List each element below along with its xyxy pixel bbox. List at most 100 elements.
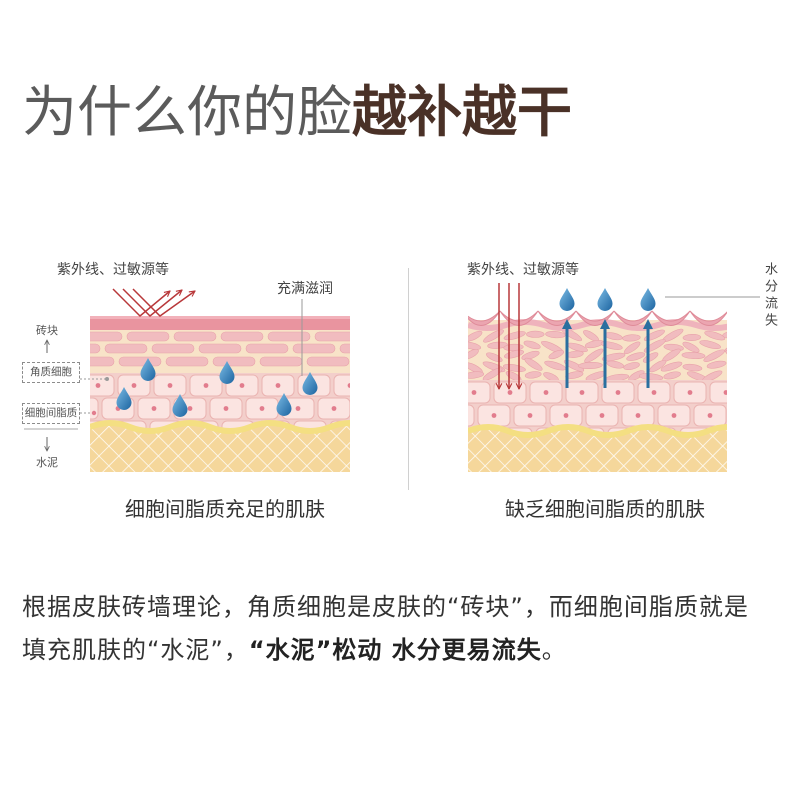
cell-nucleus (203, 383, 209, 388)
corneocyte-brick (104, 343, 148, 354)
disordered-brick (524, 371, 542, 379)
dry-skin-diagram (468, 283, 760, 472)
disordered-brick (623, 362, 640, 371)
cell-nucleus (187, 406, 193, 411)
cell-nucleus (579, 390, 585, 395)
water-drop-icon (140, 358, 156, 381)
water-drop-icon (116, 387, 132, 410)
skin-flake (728, 311, 766, 326)
cell-nucleus (707, 413, 713, 418)
disordered-brick (601, 352, 626, 362)
disordered-brick (699, 340, 721, 350)
disordered-brick (545, 331, 566, 339)
legend-brick-label: 砖块 (36, 324, 58, 337)
disordered-brick (703, 349, 725, 362)
corneocyte-brick (306, 356, 350, 367)
water-drop-icon (219, 361, 235, 384)
disordered-brick (725, 349, 727, 363)
water-drop-icon (302, 372, 318, 395)
disordered-brick (704, 330, 726, 341)
retained-water-drops (116, 358, 318, 417)
cell-nucleus (599, 413, 605, 418)
corneocyte-brick (151, 343, 195, 354)
basement-membrane-line (90, 420, 350, 434)
cell-nucleus (563, 413, 569, 418)
corneocyte-brick (90, 331, 123, 342)
skin-cell (468, 404, 475, 427)
water-drop-icon (559, 288, 575, 311)
cell-nucleus (507, 390, 513, 395)
dermis-mesh (90, 423, 350, 472)
corneocyte-brick (173, 331, 217, 342)
cell-nucleus (456, 413, 461, 418)
disordered-brick (728, 359, 746, 373)
water-drop-icon (172, 394, 188, 417)
cell-nucleus (687, 390, 693, 395)
cell-nucleus (723, 390, 727, 395)
water-loss-label: 水分流失 (762, 262, 777, 330)
disordered-brick (468, 330, 483, 342)
disordered-brick (722, 331, 727, 339)
disordered-brick (521, 350, 540, 360)
cell-nucleus (730, 436, 735, 441)
cell-nucleus (295, 406, 301, 411)
legend-lipid-box: 细胞间脂质 (22, 403, 80, 424)
disordered-brick (724, 342, 727, 353)
cell-nucleus (671, 413, 677, 418)
cell-nucleus (635, 413, 641, 418)
left-external-factors-label: 紫外线、过敏源等 (57, 262, 169, 278)
water-loss-arrows (562, 319, 653, 388)
corneocyte-brick (90, 343, 101, 354)
cell-nucleus (543, 390, 549, 395)
corneocyte-bricks (90, 331, 350, 367)
left-caption: 细胞间脂质充足的肌肤 (125, 497, 325, 521)
disordered-brick (563, 359, 585, 372)
corneocyte-brick (126, 331, 170, 342)
disordered-brick (628, 370, 645, 382)
basement-membrane-line (468, 424, 727, 438)
corneocyte-brick (292, 343, 336, 354)
cell-nucleus (331, 406, 337, 411)
uv-penetration-arrows (499, 283, 519, 389)
uv-arrow (112, 288, 170, 318)
water-drop-icon (276, 393, 292, 416)
uv-reflection-arrows (112, 288, 195, 318)
right-external-factors-label: 紫外线、过敏源等 (467, 262, 579, 278)
corneocyte-brick (198, 343, 242, 354)
dermis-mesh (468, 427, 727, 472)
legend-corneocyte-box: 角质细胞 (22, 362, 80, 383)
cell-nucleus (615, 390, 621, 395)
body-line-2-end: 。 (541, 636, 567, 664)
cell-nucleus (131, 383, 137, 388)
skin-surface-layer (90, 316, 350, 330)
title-regular: 为什么你的脸 (22, 80, 353, 144)
legend-cement-label: 水泥 (36, 456, 58, 469)
cell-nucleus (527, 413, 533, 418)
cell-nucleus (151, 406, 157, 411)
uv-arrow (132, 288, 195, 317)
disordered-brick (663, 371, 681, 380)
lipid-note-illegible (24, 428, 78, 430)
disordered-brick (468, 341, 482, 350)
disordered-brick (682, 333, 702, 342)
disordered-brick (626, 352, 646, 361)
corneocyte-brick (220, 331, 264, 342)
disordered-brick (468, 371, 485, 379)
cell-nucleus (167, 383, 173, 388)
corneocyte-brick (118, 356, 162, 367)
disordered-brick (524, 357, 543, 371)
disordered-brick (548, 349, 565, 360)
dry-skin-layers (456, 310, 766, 472)
body-line-2-emphasis: “水泥”松动 水分更易流失 (248, 636, 542, 664)
body-line-1: 根据皮肤砖墙理论，角质细胞是皮肤的“砖块”，而细胞间脂质就是 (22, 593, 749, 621)
body-text: 根据皮肤砖墙理论，角质细胞是皮肤的“砖块”，而细胞间脂质就是 填充肌肤的“水泥”… (22, 586, 749, 672)
cell-nucleus (275, 383, 281, 388)
disordered-brick (526, 330, 545, 338)
disordered-brick (487, 341, 508, 349)
body-line-2: 填充肌肤的“水泥”，“水泥”松动 水分更易流失。 (22, 629, 749, 672)
cell-nucleus (223, 406, 229, 411)
uv-arrow (122, 288, 182, 318)
disordered-brick (622, 334, 641, 342)
escaping-water-drops (559, 288, 656, 311)
